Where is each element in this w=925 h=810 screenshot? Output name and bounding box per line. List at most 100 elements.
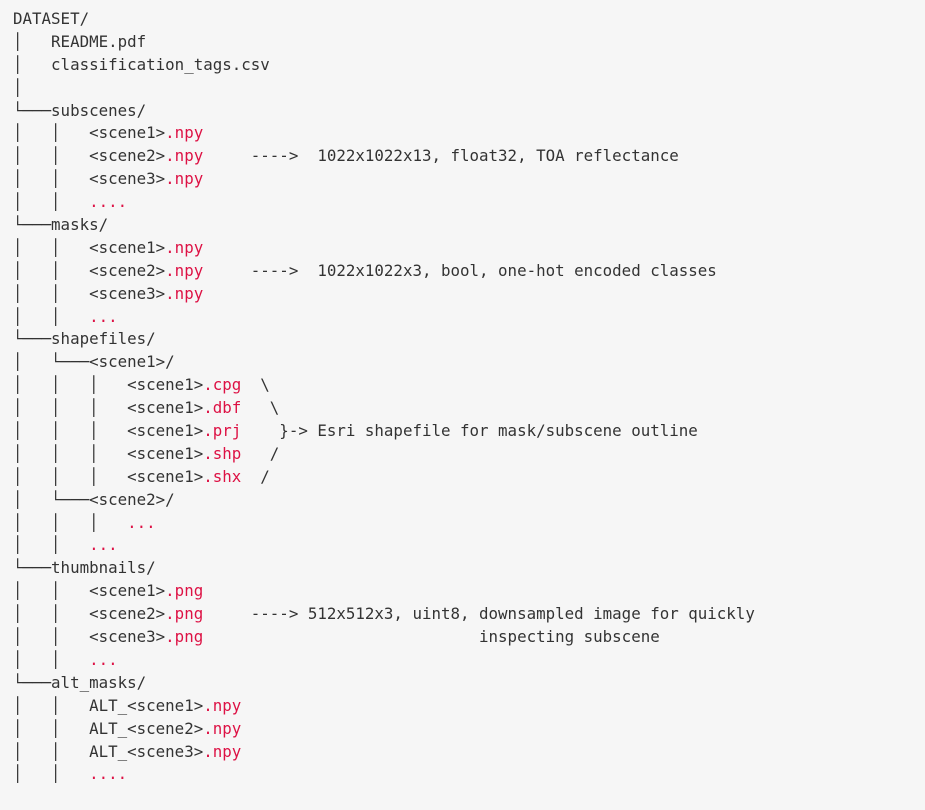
- tree-line: │ classification_tags.csv: [13, 54, 755, 77]
- tree-line: │ │ <scene2>.npy ----> 1022x1022x3, bool…: [13, 260, 755, 283]
- tree-line: │ │ <scene1>.png: [13, 580, 755, 603]
- tree-text: inspecting subscene: [203, 627, 660, 647]
- tree-line: │ │ <scene2>.npy ----> 1022x1022x13, flo…: [13, 145, 755, 168]
- tree-line: │ │ │ <scene1>.cpg \: [13, 374, 755, 397]
- file-extension: ...: [89, 649, 118, 669]
- tree-text: │ │ <scene2>: [13, 604, 166, 624]
- tree-line: DATASET/: [13, 8, 755, 31]
- tree-line: │ │ <scene2>.png ----> 512x512x3, uint8,…: [13, 603, 755, 626]
- tree-line: │ │ │ <scene1>.shp /: [13, 443, 755, 466]
- tree-text: │ classification_tags.csv: [13, 54, 270, 74]
- file-extension: .npy: [165, 123, 204, 143]
- tree-line: │ └───<scene2>/: [13, 489, 755, 512]
- tree-line: │ │ <scene3>.npy: [13, 168, 755, 191]
- tree-line: │: [13, 77, 755, 100]
- file-extension: .npy: [165, 260, 204, 280]
- tree-line: │ │ ...: [13, 534, 755, 557]
- file-extension: .npy: [165, 146, 204, 166]
- tree-text: ----> 512x512x3, uint8, downsampled imag…: [203, 604, 755, 624]
- file-extension: .npy: [203, 741, 242, 761]
- tree-text: │ │ │ <scene1>: [13, 443, 204, 463]
- tree-line: │ │ <scene3>.npy: [13, 283, 755, 306]
- tree-text: └───alt_masks/: [13, 672, 147, 692]
- tree-line: │ │ ALT_<scene2>.npy: [13, 718, 755, 741]
- tree-text: │ │ <scene3>: [13, 283, 166, 303]
- tree-text: │ │ │: [13, 512, 128, 532]
- tree-line: │ │ ...: [13, 306, 755, 329]
- tree-line: └───masks/: [13, 214, 755, 237]
- tree-text: │ │ ALT_<scene3>: [13, 741, 204, 761]
- tree-text: │ │: [13, 764, 90, 784]
- tree-line: │ │ │ <scene1>.shx /: [13, 466, 755, 489]
- tree-text: │ │: [13, 192, 90, 212]
- file-extension: .shp: [203, 443, 242, 463]
- tree-text: \: [241, 375, 270, 395]
- file-extension: .npy: [165, 283, 204, 303]
- tree-text: │ │: [13, 306, 90, 326]
- tree-text: │ └───<scene2>/: [13, 489, 175, 509]
- file-extension: .npy: [203, 695, 242, 715]
- tree-line: │ └───<scene1>/: [13, 351, 755, 374]
- tree-text: │ │ <scene1>: [13, 123, 166, 143]
- tree-text: │ │: [13, 649, 90, 669]
- tree-line: │ │ <scene1>.npy: [13, 122, 755, 145]
- tree-text: │ │ <scene3>: [13, 169, 166, 189]
- tree-line: └───subscenes/: [13, 100, 755, 123]
- tree-line: │ │ ALT_<scene1>.npy: [13, 695, 755, 718]
- tree-line: │ │ <scene3>.png inspecting subscene: [13, 626, 755, 649]
- tree-line: │ │ ....: [13, 763, 755, 786]
- file-extension: .png: [165, 581, 204, 601]
- tree-text: │ │ <scene2>: [13, 146, 166, 166]
- file-extension: ...: [127, 512, 156, 532]
- tree-text: │ README.pdf: [13, 31, 147, 51]
- tree-text: │ └───<scene1>/: [13, 352, 175, 372]
- tree-line: └───alt_masks/: [13, 672, 755, 695]
- tree-line: │ │ │ <scene1>.prj }-> Esri shapefile fo…: [13, 420, 755, 443]
- tree-text: ----> 1022x1022x13, float32, TOA reflect…: [203, 146, 679, 166]
- tree-line: │ │ ALT_<scene3>.npy: [13, 741, 755, 764]
- file-extension: .npy: [165, 237, 204, 257]
- tree-text: │ │ │ <scene1>: [13, 466, 204, 486]
- file-extension: .cpg: [203, 375, 242, 395]
- tree-line: │ │ ...: [13, 649, 755, 672]
- tree-text: │ │ ALT_<scene1>: [13, 695, 204, 715]
- tree-line: │ │ <scene1>.npy: [13, 237, 755, 260]
- tree-line: │ │ │ ...: [13, 512, 755, 535]
- file-extension: ....: [89, 192, 128, 212]
- file-extension: ...: [89, 535, 118, 555]
- tree-text: │ │ <scene1>: [13, 581, 166, 601]
- file-extension: .png: [165, 604, 204, 624]
- tree-text: │ │ │ <scene1>: [13, 375, 204, 395]
- file-extension: .npy: [203, 718, 242, 738]
- directory-tree-code-block: DATASET/ │ README.pdf │ classification_tag…: [13, 8, 755, 786]
- file-extension: .shx: [203, 466, 242, 486]
- tree-line: │ │ │ <scene1>.dbf \: [13, 397, 755, 420]
- tree-text: │ │: [13, 535, 90, 555]
- tree-text: DATASET/: [13, 9, 90, 28]
- file-extension: ....: [89, 764, 128, 784]
- tree-text: │ │ <scene3>: [13, 627, 166, 647]
- file-extension: .npy: [165, 169, 204, 189]
- tree-text: }-> Esri shapefile for mask/subscene out…: [241, 421, 698, 441]
- tree-line: └───shapefiles/: [13, 328, 755, 351]
- tree-text: │ │ ALT_<scene2>: [13, 718, 204, 738]
- file-extension: .dbf: [203, 398, 242, 418]
- tree-line: │ │ ....: [13, 191, 755, 214]
- tree-line: └───thumbnails/: [13, 557, 755, 580]
- tree-text: ----> 1022x1022x3, bool, one-hot encoded…: [203, 260, 717, 280]
- tree-text: │: [13, 77, 23, 97]
- tree-text: └───masks/: [13, 215, 109, 235]
- tree-text: │ │ <scene2>: [13, 260, 166, 280]
- tree-text: /: [241, 466, 270, 486]
- tree-text: │ │ │ <scene1>: [13, 398, 204, 418]
- file-extension: ...: [89, 306, 118, 326]
- tree-text: │ │ <scene1>: [13, 237, 166, 257]
- tree-text: \: [241, 398, 280, 418]
- tree-text: └───shapefiles/: [13, 329, 156, 349]
- file-extension: .prj: [203, 421, 242, 441]
- tree-text: /: [241, 443, 280, 463]
- tree-text: └───thumbnails/: [13, 558, 156, 578]
- tree-line: │ README.pdf: [13, 31, 755, 54]
- tree-text: │ │ │ <scene1>: [13, 421, 204, 441]
- file-extension: .png: [165, 627, 204, 647]
